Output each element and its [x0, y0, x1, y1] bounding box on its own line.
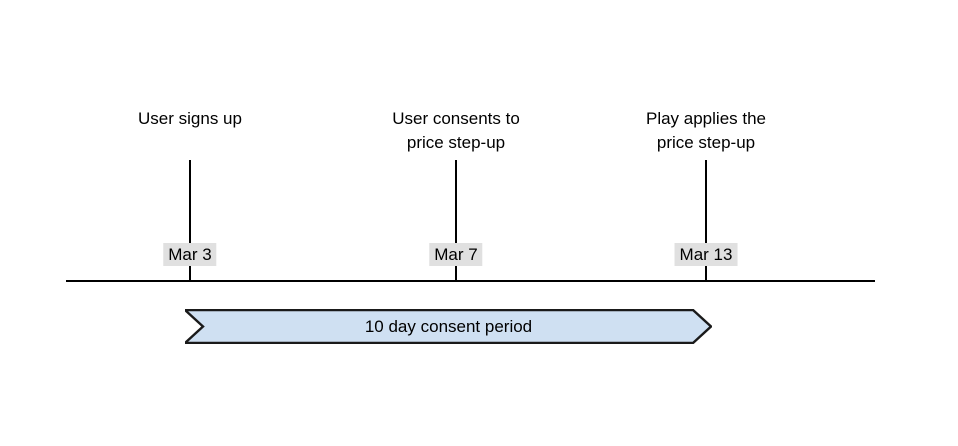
milestone-stem — [189, 160, 191, 282]
milestone-date-badge: Mar 3 — [163, 243, 217, 266]
milestone-caption: User signs up — [138, 109, 242, 128]
milestone-caption: User consents to price step-up — [392, 109, 520, 152]
milestone-stem — [455, 160, 457, 282]
consent-period-banner[interactable]: 10 day consent period — [185, 309, 712, 344]
milestone-date-badge: Mar 7 — [429, 243, 483, 266]
milestone-stem — [705, 160, 707, 282]
milestone-caption: Play applies the price step-up — [645, 109, 767, 152]
timeline-axis — [66, 280, 875, 282]
consent-period-arrow-shape — [185, 309, 712, 344]
milestone-date-badge: Mar 13 — [674, 243, 738, 266]
consent-period-label: 10 day consent period — [364, 316, 533, 336]
